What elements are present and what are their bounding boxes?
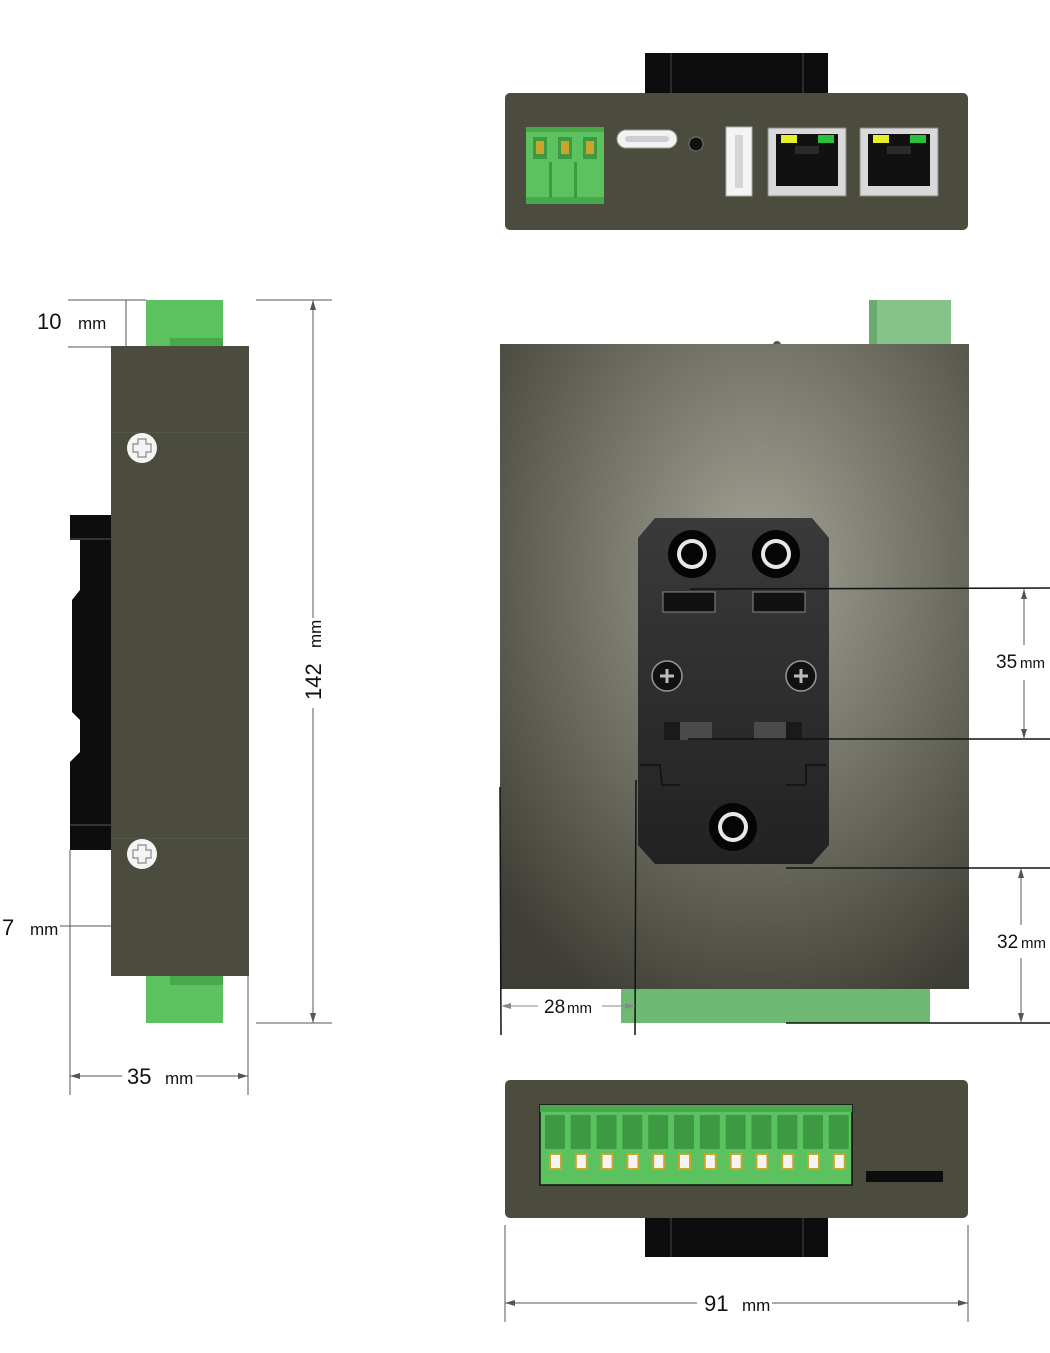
dim-height-unit: mm (306, 620, 325, 648)
terminal-pin-slot (596, 1115, 617, 1149)
terminal-pin-slot (545, 1115, 565, 1149)
bolt-hole-icon (752, 530, 800, 578)
dim-side-offset-unit: mm (567, 1000, 592, 1017)
dim-top-terminal-value: 10 (37, 309, 61, 334)
side-view: 10 mm 142 mm 7 mm 35 mm (2, 299, 332, 1095)
screw-icon (127, 839, 157, 869)
bottom-view: 91 mm (504, 1080, 969, 1322)
bolt-hole-icon (709, 803, 757, 851)
io-terminal (539, 1104, 853, 1186)
dim-depth-value: 35 (127, 1064, 151, 1089)
dim-bottom-offset-value: 32 (997, 932, 1018, 953)
dim-depth-unit: mm (165, 1069, 193, 1088)
terminal-pin (678, 1153, 691, 1170)
terminal-pin-slot (622, 1115, 643, 1149)
reset-hole (688, 136, 704, 152)
terminal-pin-slot (570, 1115, 591, 1149)
terminal-pin (626, 1153, 640, 1170)
terminal-pin-slot (699, 1115, 720, 1149)
bolt-hole-icon (668, 530, 716, 578)
dim-top-terminal-unit: mm (78, 314, 106, 333)
terminal-pin (755, 1153, 769, 1170)
rj45-port-2 (859, 127, 939, 197)
din-clip-top (645, 53, 828, 95)
power-terminal (526, 127, 604, 204)
rj45-port-1 (767, 127, 847, 197)
terminal-pin (703, 1153, 717, 1170)
back-terminal-bottom (621, 984, 930, 1023)
terminal-pin-slot (828, 1115, 849, 1149)
terminal-pin-slot (777, 1115, 798, 1149)
screw-icon (651, 660, 683, 692)
terminal-pin (729, 1153, 743, 1170)
terminal-pin-slot (803, 1115, 823, 1149)
screw-icon (127, 433, 157, 463)
terminal-pin-slot (725, 1115, 746, 1149)
back-view: 35 mm 32 mm 28 mm (499, 300, 1050, 1036)
screw-icon (785, 660, 817, 692)
terminal-pin (574, 1153, 588, 1170)
dim-rail-spacing-value: 35 (996, 652, 1017, 673)
top-view (505, 53, 968, 230)
terminal-pin (600, 1153, 614, 1170)
dim-rail-spacing-unit: mm (1020, 655, 1045, 672)
back-terminal-top (869, 300, 951, 346)
terminal-pin-slot (674, 1115, 694, 1149)
sim-slot (866, 1171, 943, 1182)
dim-rail-offset-unit: mm (30, 920, 58, 939)
terminal-pin (781, 1153, 795, 1170)
side-din-clip (70, 515, 112, 850)
terminal-pin (549, 1153, 562, 1170)
dim-height-value: 142 (301, 663, 326, 700)
terminal-pin (807, 1153, 820, 1170)
dim-width-value: 91 (704, 1291, 728, 1316)
dim-width-unit: mm (742, 1296, 770, 1315)
dim-side-offset-value: 28 (544, 997, 565, 1018)
din-clip-bottom (645, 1215, 828, 1257)
terminal-pin (832, 1153, 846, 1170)
terminal-pin-slot (648, 1115, 669, 1149)
dim-rail-offset-value: 7 (2, 915, 14, 940)
terminal-pin-slot (751, 1115, 772, 1149)
dim-bottom-offset-unit: mm (1021, 935, 1046, 952)
terminal-pin (652, 1153, 666, 1170)
